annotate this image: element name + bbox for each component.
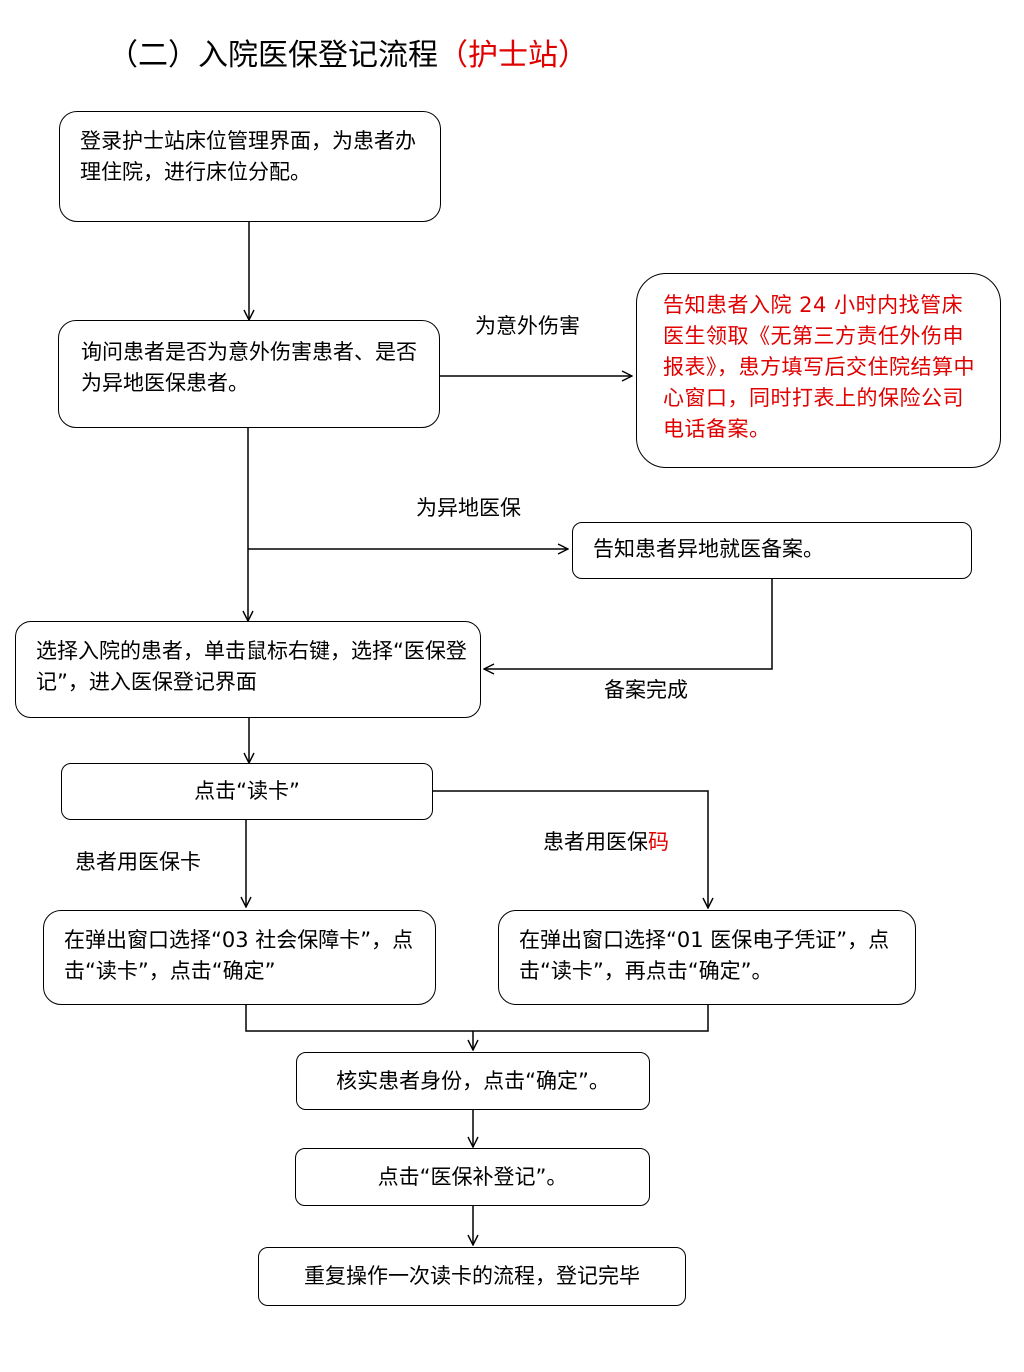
node-remote-text: 告知患者异地就医备案。	[593, 537, 824, 561]
node-supplement-text: 点击“医保补登记”。	[377, 1164, 568, 1189]
node-accident-text: 告知患者入院 24 小时内找管床医生领取《无第三方责任外伤申报表》，患方填写后交…	[663, 293, 975, 441]
merge-line	[245, 1005, 709, 1032]
edge-label-code: 患者用医保码	[543, 828, 669, 856]
page-title: （二）入院医保登记流程（护士站）	[108, 30, 588, 82]
node-repeat: 重复操作一次读卡的流程，登记完毕	[258, 1247, 686, 1306]
edge-label-card: 患者用医保卡	[75, 850, 201, 874]
edge-label-code-suffix: 码	[648, 830, 669, 854]
node-remote-notice: 告知患者异地就医备案。	[572, 522, 972, 579]
edge-label-accident: 为意外伤害	[475, 314, 580, 338]
node-select-patient: 选择入院的患者，单击鼠标右键，选择“医保登记”，进入医保登记界面	[15, 621, 481, 718]
node-repeat-text: 重复操作一次读卡的流程，登记完毕	[304, 1264, 640, 1288]
node-ask: 询问患者是否为意外伤害患者、是否为异地医保患者。	[58, 320, 440, 428]
edge-label-remote: 为异地医保	[416, 496, 521, 520]
edge-label-code-prefix: 患者用医保	[543, 830, 648, 854]
node-supplement: 点击“医保补登记”。	[295, 1148, 650, 1206]
node-login-text: 登录护士站床位管理界面，为患者办理住院，进行床位分配。	[80, 129, 416, 184]
edge-label-filed: 备案完成	[604, 678, 688, 702]
node-select-text: 选择入院的患者，单击鼠标右键，选择“医保登记”，进入医保登记界面	[36, 639, 467, 694]
node-ask-text: 询问患者是否为意外伤害患者、是否为异地医保患者。	[81, 340, 417, 395]
title-main: （二）入院医保登记流程	[108, 38, 438, 73]
node-read-card-text: 点击“读卡”	[194, 779, 300, 803]
node-card-path: 在弹出窗口选择“03 社会保障卡”，点击“读卡”，点击“确定”	[43, 910, 436, 1005]
arrow-remote-to-select	[484, 579, 773, 669]
node-code-text: 在弹出窗口选择“01 医保电子凭证”，点击“读卡”，再点击“确定”。	[519, 928, 890, 983]
node-login: 登录护士站床位管理界面，为患者办理住院，进行床位分配。	[59, 111, 441, 222]
arrow-readcard-to-code	[432, 790, 708, 908]
node-accident-notice: 告知患者入院 24 小时内找管床医生领取《无第三方责任外伤申报表》，患方填写后交…	[636, 273, 1001, 468]
title-highlight: （护士站）	[438, 38, 588, 73]
node-card-text: 在弹出窗口选择“03 社会保障卡”，点击“读卡”，点击“确定”	[64, 928, 414, 983]
node-verify-text: 核实患者身份，点击“确定”。	[336, 1068, 610, 1093]
node-read-card: 点击“读卡”	[61, 763, 433, 820]
node-code-path: 在弹出窗口选择“01 医保电子凭证”，点击“读卡”，再点击“确定”。	[498, 910, 916, 1005]
node-verify: 核实患者身份，点击“确定”。	[296, 1052, 650, 1110]
